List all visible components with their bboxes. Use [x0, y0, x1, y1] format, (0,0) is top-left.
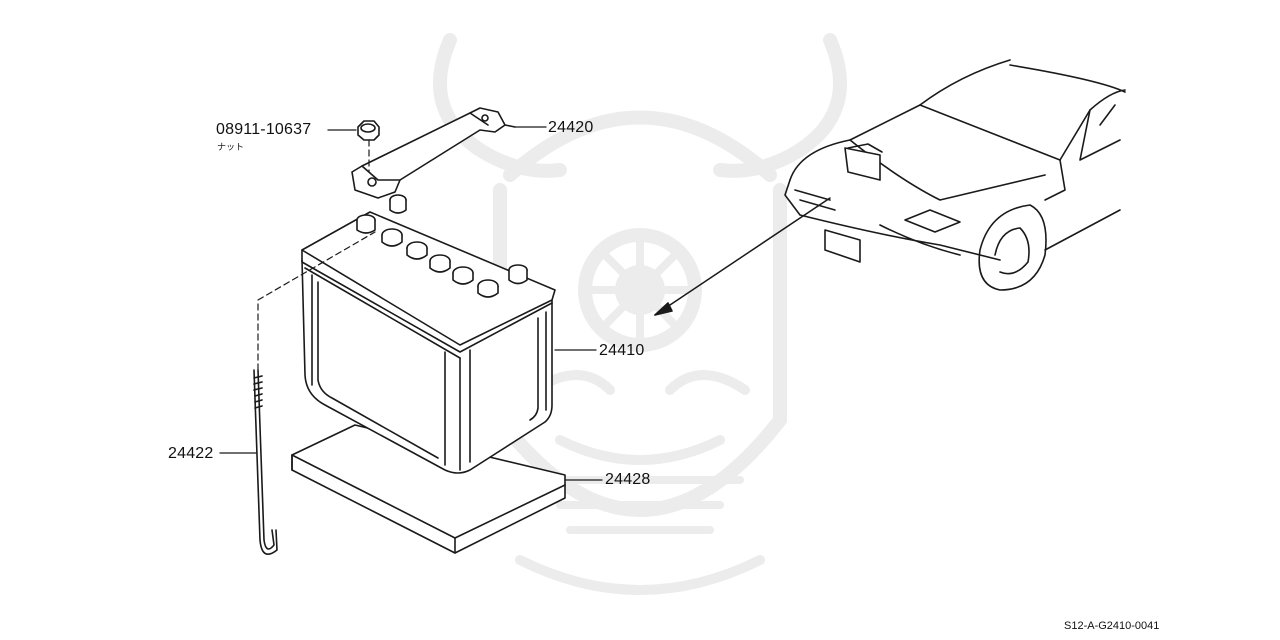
- tray-part-number[interactable]: 24428: [605, 471, 651, 488]
- hook-rod: [253, 369, 278, 556]
- nut-part-name: ナット: [217, 142, 245, 152]
- nut-part-number[interactable]: 08911-10637: [216, 121, 312, 138]
- battery-part-number[interactable]: 24410: [599, 342, 645, 359]
- battery-clamp: [351, 107, 516, 199]
- battery: [301, 194, 556, 474]
- clamp-part-number[interactable]: 24420: [548, 119, 594, 136]
- rod-part-number[interactable]: 24422: [168, 445, 214, 462]
- nut: [357, 120, 380, 141]
- battery-tray: [291, 424, 566, 554]
- car-outline: [784, 59, 1126, 291]
- diagram-reference-code: S12-A-G2410-0041: [1064, 620, 1160, 632]
